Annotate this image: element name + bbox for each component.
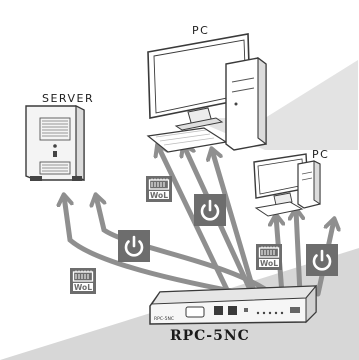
power-icon — [192, 192, 228, 228]
power-icon — [304, 242, 340, 278]
pc-small-icon — [253, 153, 321, 217]
device-label: RPC-5NC — [170, 328, 250, 344]
rpc-device-icon — [149, 284, 318, 325]
server-icon — [25, 105, 85, 181]
arrow-to-small-pc-mid — [296, 210, 300, 297]
wol-badge-small-pc-text: WoL — [260, 259, 278, 268]
device-faceplate-label: RPC-5NC — [154, 316, 174, 322]
wol-badge-pc-text: WoL — [150, 191, 168, 200]
power-icon — [116, 228, 152, 264]
server-label: SERVER — [42, 92, 95, 105]
pc-main-icon — [146, 33, 267, 153]
arrow-to-pc-extra — [212, 150, 257, 295]
wol-badge-server-text: WoL — [74, 283, 92, 292]
pc-main-label: PC — [192, 24, 210, 37]
pc-small-label: PC — [312, 148, 330, 161]
